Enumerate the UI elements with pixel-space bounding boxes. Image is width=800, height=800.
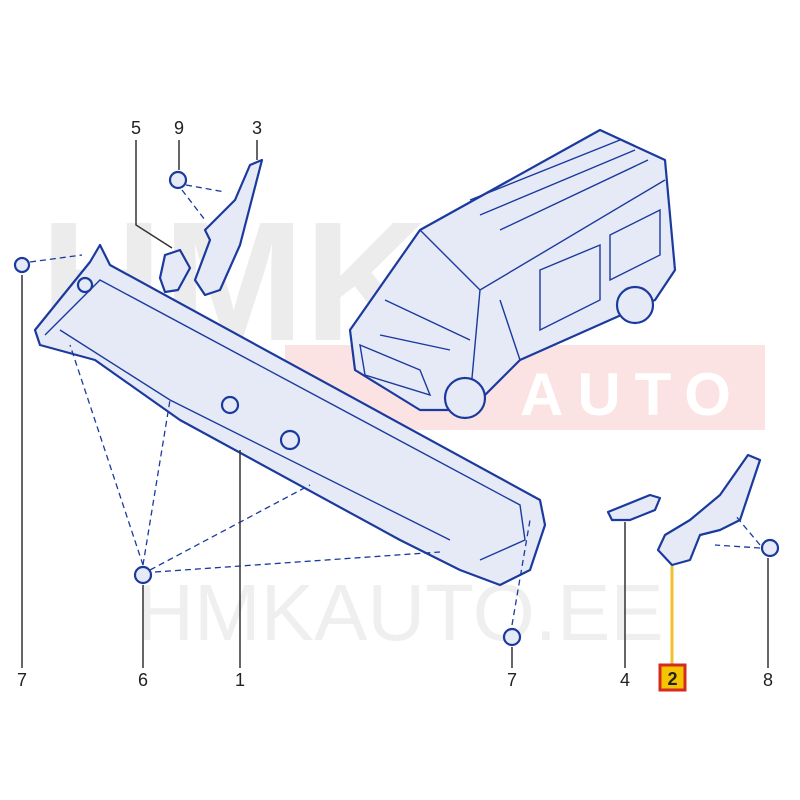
label-5[interactable]: 5 — [131, 118, 141, 138]
part-5-bracket — [158, 248, 192, 294]
label-2-highlight-box[interactable] — [658, 663, 687, 692]
label-2[interactable]: 2 — [667, 669, 677, 689]
label-8[interactable]: 8 — [763, 670, 773, 690]
label-3[interactable]: 3 — [252, 118, 262, 138]
part-1-cowl-panel — [33, 243, 547, 587]
label-7-left[interactable]: 7 — [17, 670, 27, 690]
watermark-bottom: HMKAUTO.EE — [136, 568, 664, 657]
fasteners — [13, 170, 780, 647]
label-6[interactable]: 6 — [138, 670, 148, 690]
part-2-side-trim — [656, 453, 762, 567]
part-4-bracket — [606, 493, 662, 522]
label-9[interactable]: 9 — [174, 118, 184, 138]
leader-5 — [135, 140, 173, 249]
label-7-right[interactable]: 7 — [507, 670, 517, 690]
label-1[interactable]: 1 — [235, 670, 245, 690]
part-3-side-trim — [193, 158, 264, 297]
watermark-band-text: AUTO — [520, 361, 745, 428]
assembly-arrows — [29, 184, 761, 626]
van-illustration — [348, 128, 677, 420]
label-4[interactable]: 4 — [620, 670, 630, 690]
